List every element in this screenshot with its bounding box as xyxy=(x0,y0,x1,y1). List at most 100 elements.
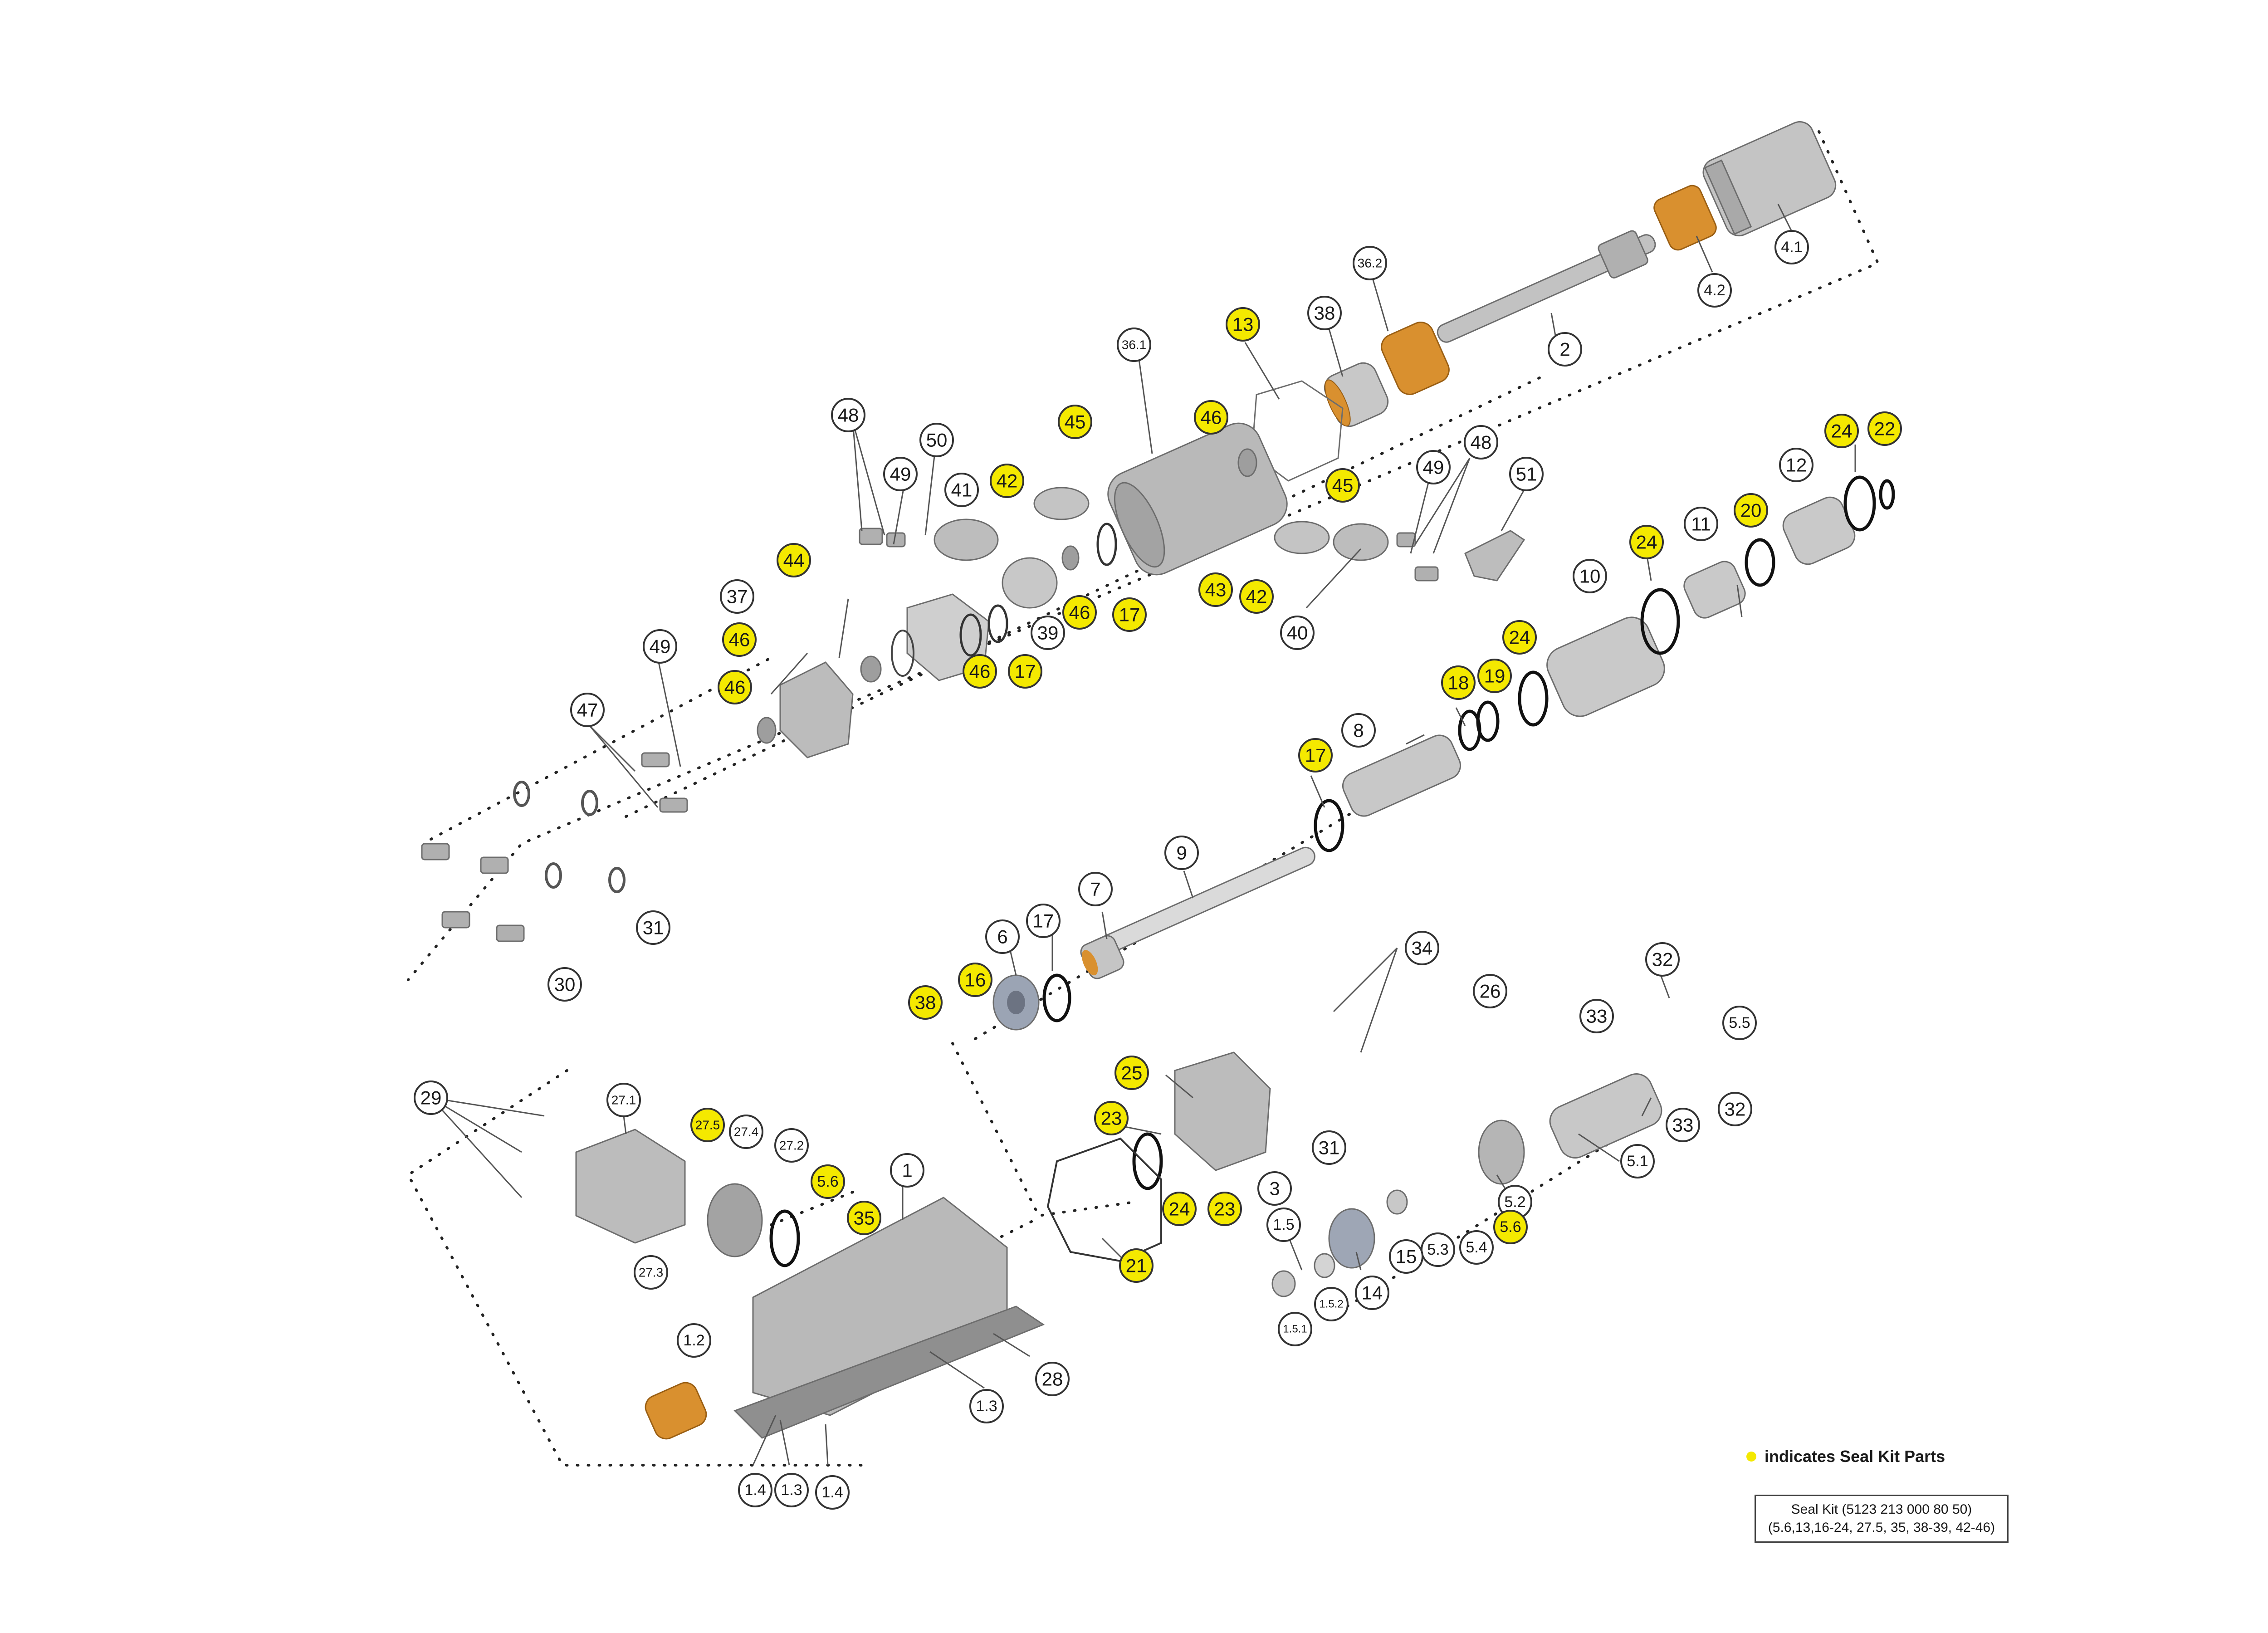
callout-label: 24 xyxy=(1169,1198,1190,1220)
callout-label: 16 xyxy=(965,969,986,991)
callout-circle xyxy=(1464,425,1498,460)
callout-label: 43 xyxy=(1205,579,1227,601)
callout-circle xyxy=(690,1108,725,1142)
callout-circle xyxy=(1620,1144,1655,1178)
callout-label: 46 xyxy=(969,661,991,682)
callout-circle xyxy=(1548,332,1582,367)
bushing-36-2 xyxy=(1381,322,1450,395)
callout-26: 26 xyxy=(1473,974,1507,1008)
callout-label: 48 xyxy=(838,405,859,426)
callout-circle xyxy=(1008,654,1042,689)
callout-17: 17 xyxy=(1298,738,1333,772)
callout-circle xyxy=(969,1389,1004,1423)
callout-49: 49 xyxy=(883,457,918,491)
callout-34: 34 xyxy=(1405,931,1439,965)
callout-24: 24 xyxy=(1162,1192,1197,1226)
callout-24: 24 xyxy=(1502,620,1537,655)
callout-label: 48 xyxy=(1471,432,1492,453)
sleeve-11 xyxy=(1683,561,1746,619)
callout-label: 4.1 xyxy=(1781,239,1802,256)
callout-circle xyxy=(1266,1208,1301,1242)
callout-1-3: 1.3 xyxy=(969,1389,1004,1423)
callout-label: 24 xyxy=(1831,420,1853,442)
callout-33: 33 xyxy=(1666,1108,1700,1142)
callout-circle xyxy=(774,1128,809,1163)
bushing-4-2 xyxy=(1653,185,1717,251)
callout-circle xyxy=(1298,738,1333,772)
callout-label: 1.5.1 xyxy=(1283,1323,1307,1335)
shaft-9 xyxy=(1089,846,1315,959)
callout-circle xyxy=(606,1083,641,1117)
callout-label: 17 xyxy=(1033,910,1054,932)
callout-label: 35 xyxy=(854,1208,875,1229)
callout-39: 39 xyxy=(1031,616,1065,650)
callout-label: 34 xyxy=(1412,938,1433,959)
callout-label: 4.2 xyxy=(1704,282,1725,299)
callout-49: 49 xyxy=(1416,450,1451,484)
callout-circle xyxy=(963,654,997,689)
legend-text: indicates Seal Kit Parts xyxy=(1765,1447,1945,1466)
callout-label: 21 xyxy=(1126,1255,1147,1276)
callout-label: 32 xyxy=(1652,949,1673,970)
callout-circle xyxy=(1573,559,1607,593)
callout-circle xyxy=(1416,450,1451,484)
callout-46: 46 xyxy=(718,670,752,704)
bearing-38 xyxy=(1324,362,1389,427)
callout-label: 27.4 xyxy=(734,1125,759,1139)
spool-8 xyxy=(1342,734,1461,817)
callout-20: 20 xyxy=(1734,493,1768,528)
callout-48: 48 xyxy=(831,398,865,432)
callout-label: 46 xyxy=(1201,407,1222,428)
callout-label: 42 xyxy=(997,470,1018,492)
callout-label: 29 xyxy=(420,1087,442,1109)
callout-28: 28 xyxy=(1035,1362,1070,1396)
callout-circle xyxy=(847,1201,881,1235)
callout-label: 5.5 xyxy=(1729,1014,1750,1032)
callout-label: 1.5.2 xyxy=(1319,1298,1343,1310)
callout-circle xyxy=(1666,1108,1700,1142)
callout-38: 38 xyxy=(908,985,943,1020)
callout-label: 24 xyxy=(1636,532,1657,553)
shaft-2 xyxy=(1437,230,1656,343)
callout-circle xyxy=(1459,1230,1494,1265)
callout-label: 31 xyxy=(1319,1137,1340,1159)
callout-17: 17 xyxy=(1008,654,1042,689)
callout-label: 40 xyxy=(1287,622,1308,644)
callout-label: 5.1 xyxy=(1627,1153,1648,1170)
callout-label: 18 xyxy=(1448,672,1469,694)
callout-label: 50 xyxy=(926,430,948,451)
callout-35: 35 xyxy=(847,1201,881,1235)
callout-label: 13 xyxy=(1232,314,1254,335)
callout-circle xyxy=(1502,620,1537,655)
callout-label: 23 xyxy=(1214,1198,1236,1220)
callout-label: 1.2 xyxy=(683,1332,704,1349)
callout-5-5: 5.5 xyxy=(1722,1006,1757,1040)
callout-27-4: 27.4 xyxy=(729,1115,763,1149)
callout-22: 22 xyxy=(1867,411,1902,446)
callout-label: 3 xyxy=(1269,1178,1280,1199)
callout-circle xyxy=(1405,931,1439,965)
callout-label: 44 xyxy=(783,550,805,571)
callout-circle xyxy=(1094,1101,1129,1135)
callout-circle xyxy=(774,1473,809,1507)
callout-label: 46 xyxy=(1069,602,1090,623)
callout-circle xyxy=(1026,904,1061,938)
callout-47: 47 xyxy=(570,693,605,727)
callout-label: 12 xyxy=(1786,455,1807,476)
callout-31: 31 xyxy=(636,910,670,945)
callout-45: 45 xyxy=(1325,468,1360,503)
callout-27-3: 27.3 xyxy=(634,1255,668,1290)
sleeve-12 xyxy=(1782,496,1856,565)
callout-2: 2 xyxy=(1548,332,1582,367)
callout-label: 47 xyxy=(577,699,598,721)
callout-49: 49 xyxy=(643,629,677,664)
callout-label: 32 xyxy=(1725,1099,1746,1120)
callout-circle xyxy=(1341,713,1376,748)
callout-32: 32 xyxy=(1645,942,1680,977)
callout-circle xyxy=(1119,1248,1154,1283)
callout-1-3: 1.3 xyxy=(774,1473,809,1507)
callout-circle xyxy=(1441,665,1476,700)
callout-1-4: 1.4 xyxy=(738,1473,772,1507)
callout-circle xyxy=(738,1473,772,1507)
